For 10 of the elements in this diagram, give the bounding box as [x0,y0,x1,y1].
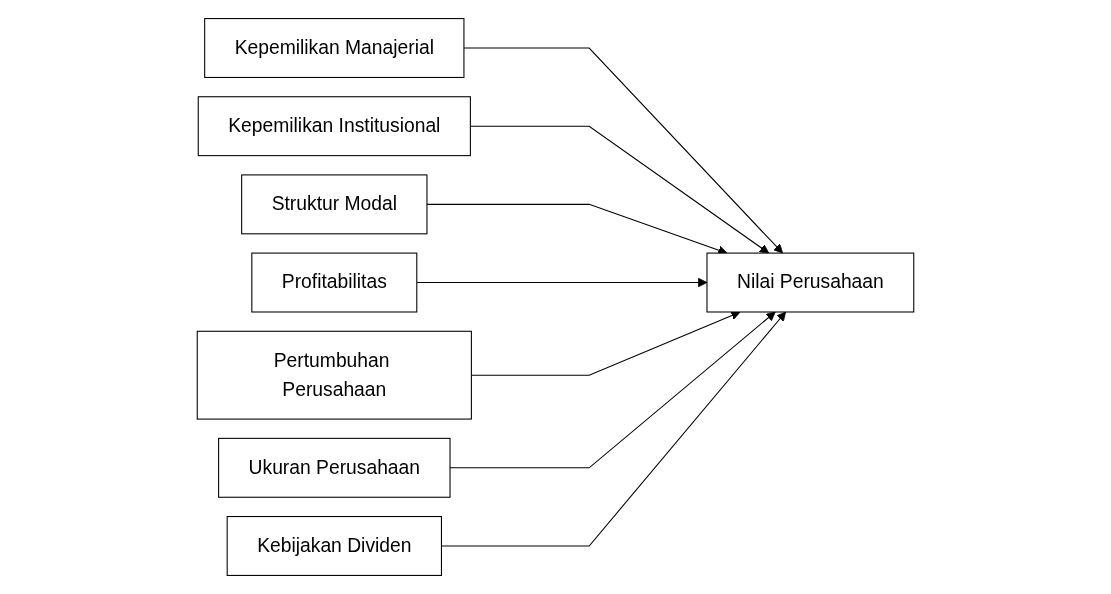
node-box: Ukuran Perusahaan [218,437,451,498]
arrow [426,203,728,255]
node-box: Kepemilikan Institusional [197,96,471,157]
node-box: Kebijakan Dividen [226,516,442,576]
node-box: Profitabilitas [251,252,418,313]
node-box: Nilai Perusahaan [706,252,915,313]
arrow [463,47,784,254]
node-box: Kepemilikan Manajerial [204,18,465,78]
node-box: Struktur Modal [241,174,428,235]
node-box: Pertumbuhan Perusahaan [196,330,472,420]
